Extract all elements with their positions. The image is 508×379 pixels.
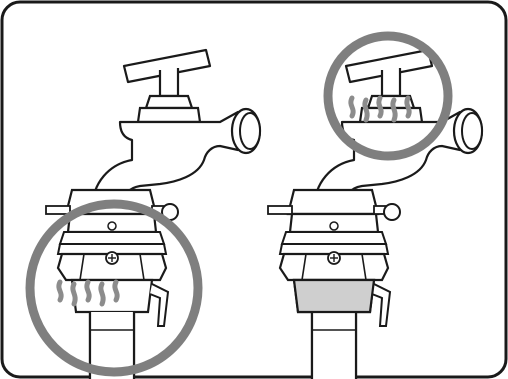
shaded-coupler-ring [294,280,374,312]
